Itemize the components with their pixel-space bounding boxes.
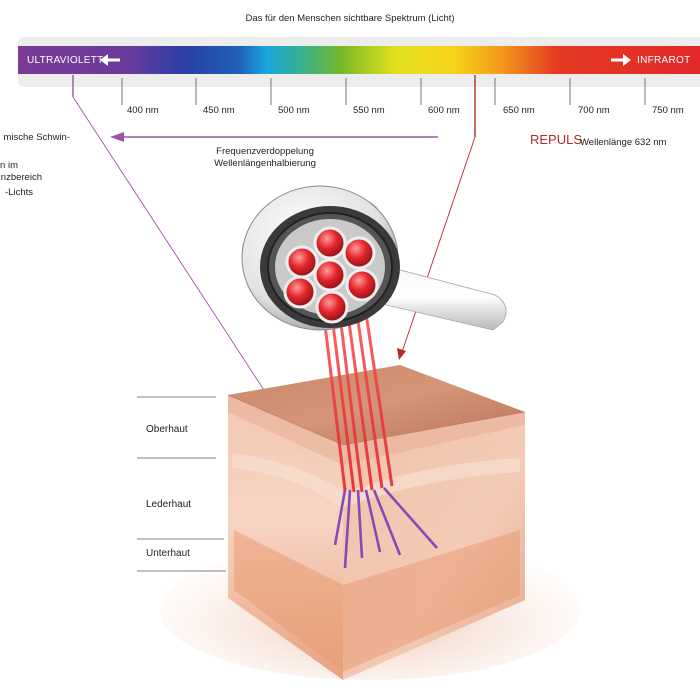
tick-label-600: 600 nm (428, 105, 460, 116)
left-text-line-1: mische Schwin- (3, 132, 70, 143)
cube-top-face (228, 365, 525, 445)
dermis-label: Lederhaut (146, 499, 192, 510)
frequency-arrow (110, 132, 438, 142)
left-text-line-4: -Lichts (5, 187, 33, 198)
uv-arrow-icon (100, 54, 120, 66)
spectrum-title: Das für den Menschen sichtbare Spektrum … (245, 13, 455, 24)
frequency-doubling-label: Frequenzverdoppelung (216, 146, 314, 157)
light-device (241, 185, 507, 331)
tick-label-750: 750 nm (652, 105, 684, 116)
tick-label-450: 450 nm (203, 105, 235, 116)
tick-label-400: 400 nm (127, 105, 159, 116)
left-text-line-2: n im (0, 160, 18, 171)
repuls-label: REPULS (530, 132, 583, 147)
infrared-label: INFRAROT (637, 55, 691, 66)
left-text-line-3: nzbereich (0, 172, 42, 183)
layer-label-lines (137, 396, 226, 572)
subcutis-label: Unterhaut (146, 548, 190, 559)
ir-arrow-icon (611, 54, 631, 66)
led-array (283, 226, 379, 324)
spectrum-bar (18, 46, 700, 74)
tick-label-550: 550 nm (353, 105, 385, 116)
tick-label-500: 500 nm (278, 105, 310, 116)
device-handle (364, 261, 507, 331)
tick-label-650: 650 nm (503, 105, 535, 116)
light-beams (320, 299, 438, 569)
spectrum-ticks (121, 78, 646, 105)
wavelength-halving-label: Wellenlängenhalbierung (214, 158, 316, 169)
wavelength-label: Wellenlänge 632 nm (580, 137, 667, 148)
ultraviolet-label: ULTRAVIOLETT (27, 55, 104, 66)
red-pointer-line (397, 75, 476, 360)
tick-label-700: 700 nm (578, 105, 610, 116)
epidermis-label: Oberhaut (146, 424, 188, 435)
